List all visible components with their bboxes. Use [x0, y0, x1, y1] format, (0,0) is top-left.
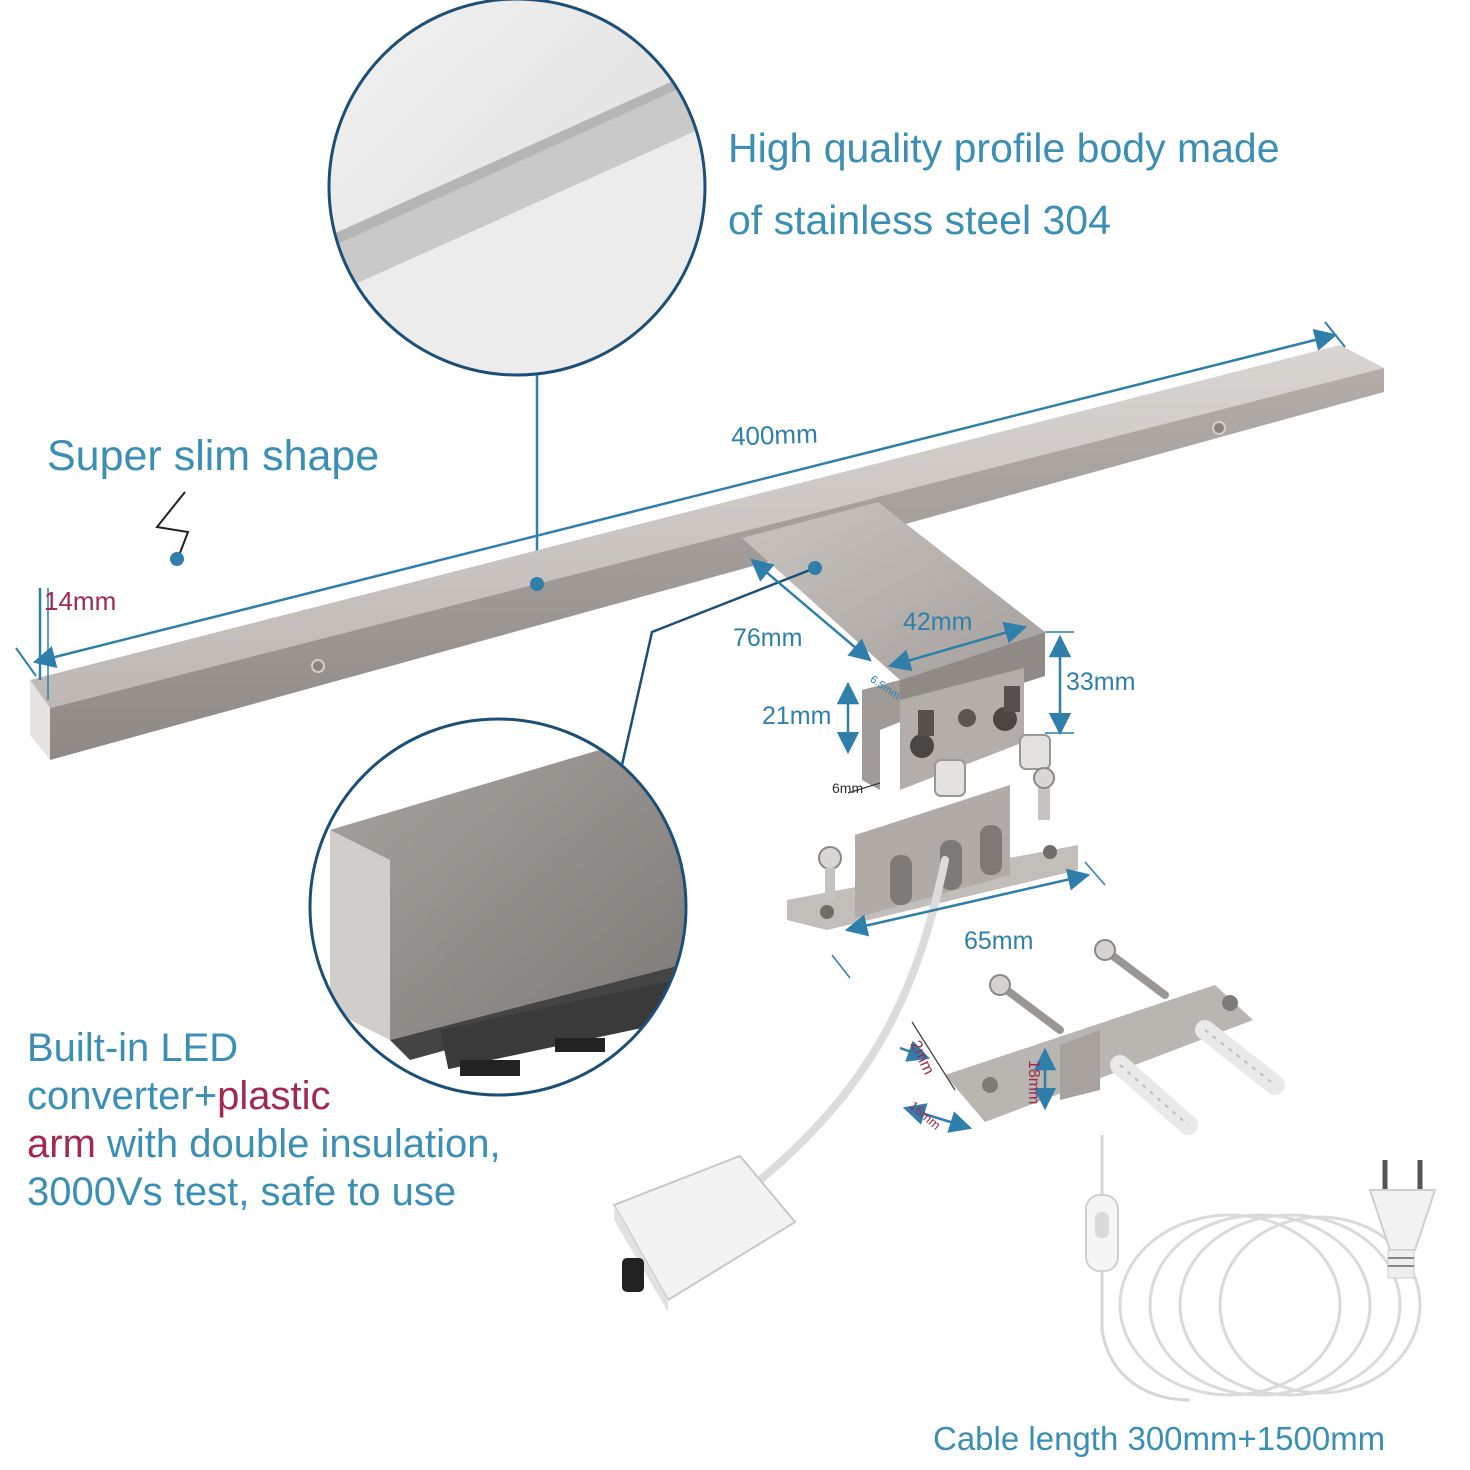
dim-arm-width-label: 42mm: [903, 608, 973, 636]
callout-dot: [808, 561, 822, 575]
feature-led-line4: 3000Vs test, safe to use: [27, 1170, 457, 1214]
feature-steel-line2: of stainless steel 304: [728, 197, 1111, 243]
dim-length-label: 400mm: [730, 418, 819, 452]
dim-bottom-offset-label: 6mm: [832, 780, 864, 796]
converter-box: [612, 1154, 797, 1312]
feature-led-line2a: converter+: [27, 1074, 218, 1118]
feature-slim-text: Super slim shape: [47, 432, 380, 480]
callout-dot: [170, 552, 184, 566]
screw-icon: [311, 659, 325, 673]
switch-icon: [622, 1258, 644, 1292]
dimension-ticks: [847, 782, 956, 1091]
feature-led-line3b: with double insulation,: [95, 1122, 501, 1166]
wall-plate: [945, 939, 1285, 1135]
power-cord: [1085, 1135, 1437, 1402]
bolts: [934, 734, 1055, 820]
feature-led-line2b: plastic: [217, 1074, 331, 1118]
feature-steel-text: High quality profile body made of stainl…: [728, 112, 1280, 256]
dim-block-height-label: 21mm: [762, 702, 832, 730]
zoom-circle-converter: [308, 717, 688, 1097]
feature-led-line2: converter+plastic: [27, 1072, 501, 1120]
dim-base-length-label: 65mm: [964, 927, 1034, 955]
feature-led-line1: Built-in LED: [27, 1026, 239, 1070]
dim-height-label: 14mm: [44, 586, 117, 616]
dim-arm-length-label: 76mm: [733, 624, 803, 652]
feature-steel-line1: High quality profile body made: [728, 125, 1280, 171]
zoom-circle-steel: [327, 0, 707, 377]
plug-icon: [1368, 1189, 1437, 1251]
callout-dot: [530, 577, 544, 591]
cable-length-text: Cable length 300mm+1500mm: [933, 1420, 1386, 1457]
light-bar: [30, 345, 1384, 760]
feature-led-line3: arm with double insulation,: [27, 1120, 501, 1168]
feature-led-line3a: arm: [27, 1122, 96, 1166]
dim-plate-height-label: 18mm: [1025, 1060, 1042, 1105]
dim-arm-height-label: 33mm: [1066, 668, 1136, 696]
leader-line-converter: [620, 566, 816, 766]
screw-icon: [1212, 421, 1226, 435]
zigzag-pointer: [155, 491, 190, 559]
dimension-lines: [15, 321, 1346, 1133]
feature-led-text: Built-in LED converter+plastic arm with …: [27, 1024, 501, 1216]
